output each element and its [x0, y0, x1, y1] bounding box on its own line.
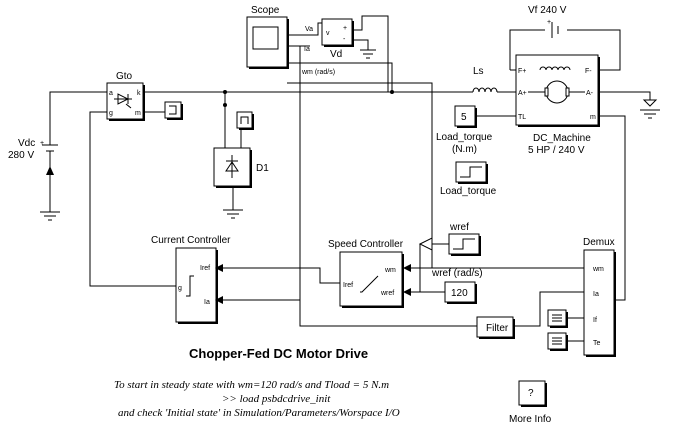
demux-port-wm: wm [592, 266, 604, 273]
dc-machine-block[interactable]: F+ F- A+ A- TL m DC_Machine 5 HP / 240 V [515, 54, 600, 156]
scope-block[interactable]: Scope Va Ia wm (rad/s) [246, 5, 335, 76]
junction-dot [223, 103, 227, 107]
more-info-label: More Info [509, 414, 552, 425]
current-port-iref: Iref [200, 265, 210, 272]
current-port-g: g [178, 285, 182, 292]
demux-port-if: If [593, 317, 597, 324]
scope-label: Scope [251, 5, 280, 16]
vdc-port-plus: + [40, 140, 44, 147]
scope-port-va: Va [305, 26, 313, 33]
speed-port-iref: Iref [343, 282, 353, 289]
current-controller-block[interactable]: Current Controller Iref g Ia [151, 235, 231, 324]
load-torque-step-label: Load_torque [440, 186, 497, 197]
step-icon [453, 238, 475, 250]
diode-icon [225, 155, 239, 178]
pi-icon [360, 275, 379, 293]
demux-port-ia: Ia [593, 291, 599, 298]
note-line-3: and check 'Initial state' in Simulation/… [118, 407, 400, 419]
more-info-button[interactable]: ? More Info [509, 380, 552, 425]
gto-port-k: k [137, 90, 141, 97]
display-icon [547, 309, 568, 328]
wref-const-label: wref (rad/s) [431, 268, 483, 279]
vf-label: Vf 240 V [528, 5, 567, 16]
ground-icon [40, 211, 60, 221]
vdc-source[interactable]: + Vdc 280 V [8, 125, 58, 185]
d1-label: D1 [256, 163, 269, 174]
speed-port-wref: wref [380, 290, 394, 297]
note-line-1: To start in steady state with wm=120 rad… [114, 379, 389, 391]
gto-symbol-icon [114, 93, 132, 109]
dcm-label-name: DC_Machine [533, 133, 591, 144]
vdc-label-value: 280 V [8, 150, 34, 161]
speed-controller-block[interactable]: Speed Controller Iref wm wref [328, 239, 411, 308]
current-port-ia: Ia [204, 299, 210, 306]
help-icon: ? [528, 388, 534, 399]
diagram-title: Chopper-Fed DC Motor Drive [189, 346, 368, 361]
wref-value: 120 [451, 288, 468, 299]
load-torque-step[interactable]: Load_torque [440, 161, 497, 197]
vd-port-plus: + [343, 25, 347, 32]
speed-port-wm: wm [384, 267, 396, 274]
ground-icon [640, 99, 660, 119]
dcm-port-fplus: F+ [518, 68, 526, 75]
gto-port-m: m [135, 110, 141, 117]
filter-label: Filter [486, 323, 509, 334]
motor-icon [528, 66, 585, 104]
dcm-port-tl: TL [518, 114, 526, 121]
vd-label: Vd [330, 49, 342, 60]
demux-label: Demux [583, 237, 615, 248]
vdc-label-name: Vdc [18, 138, 35, 149]
ground-icon [223, 209, 243, 219]
wref-constant[interactable]: 120 wref (rad/s) [431, 268, 483, 304]
vd-port-v: v [326, 30, 330, 37]
terminator-icon [236, 111, 254, 130]
demux-port-te: Te [593, 340, 601, 347]
dcm-port-aminus: A- [586, 90, 594, 97]
dcm-port-aplus: A+ [518, 90, 527, 97]
gto-label: Gto [116, 71, 133, 82]
filter-block[interactable]: Filter [476, 316, 515, 339]
display-icon [547, 332, 568, 351]
load-torque-unit: (N.m) [452, 144, 477, 155]
gto-port-a: a [109, 90, 113, 97]
load-torque-label: Load_torque [436, 132, 493, 143]
terminator-icon [164, 101, 183, 120]
d1-block[interactable]: D1 [213, 147, 269, 188]
dcm-label-rating: 5 HP / 240 V [528, 145, 585, 156]
load-torque-constant[interactable]: 5 Load_torque (N.m) [436, 105, 493, 155]
step-icon [460, 166, 482, 178]
vd-block[interactable]: v + - Vd [321, 18, 354, 60]
ls-label: Ls [473, 66, 484, 77]
note-line-2: >> load psbdcdrive_init [222, 393, 331, 405]
vf-port-plus: + [547, 19, 551, 26]
load-torque-value: 5 [461, 112, 467, 123]
gto-port-g: g [109, 110, 113, 117]
gto-block[interactable]: Gto a k g m [106, 71, 145, 121]
dcm-port-fminus: F- [585, 68, 592, 75]
current-controller-label: Current Controller [151, 235, 231, 246]
vf-source[interactable]: Vf 240 V + [528, 5, 567, 38]
scope-port-ia: Ia [304, 46, 310, 53]
demux-block[interactable]: Demux wm Ia If Te [583, 237, 616, 357]
wref-step-label: wref [449, 222, 469, 233]
wref-step[interactable]: wref [418, 222, 481, 256]
dcm-port-m: m [590, 114, 596, 121]
arrow-icon [418, 237, 433, 251]
hysteresis-icon [186, 275, 194, 297]
ground-icon [360, 49, 376, 59]
speed-controller-label: Speed Controller [328, 239, 404, 250]
vd-port-minus: - [343, 36, 346, 43]
ls-inductor[interactable]: Ls [472, 66, 498, 93]
scope-port-wm: wm (rad/s) [301, 69, 335, 76]
